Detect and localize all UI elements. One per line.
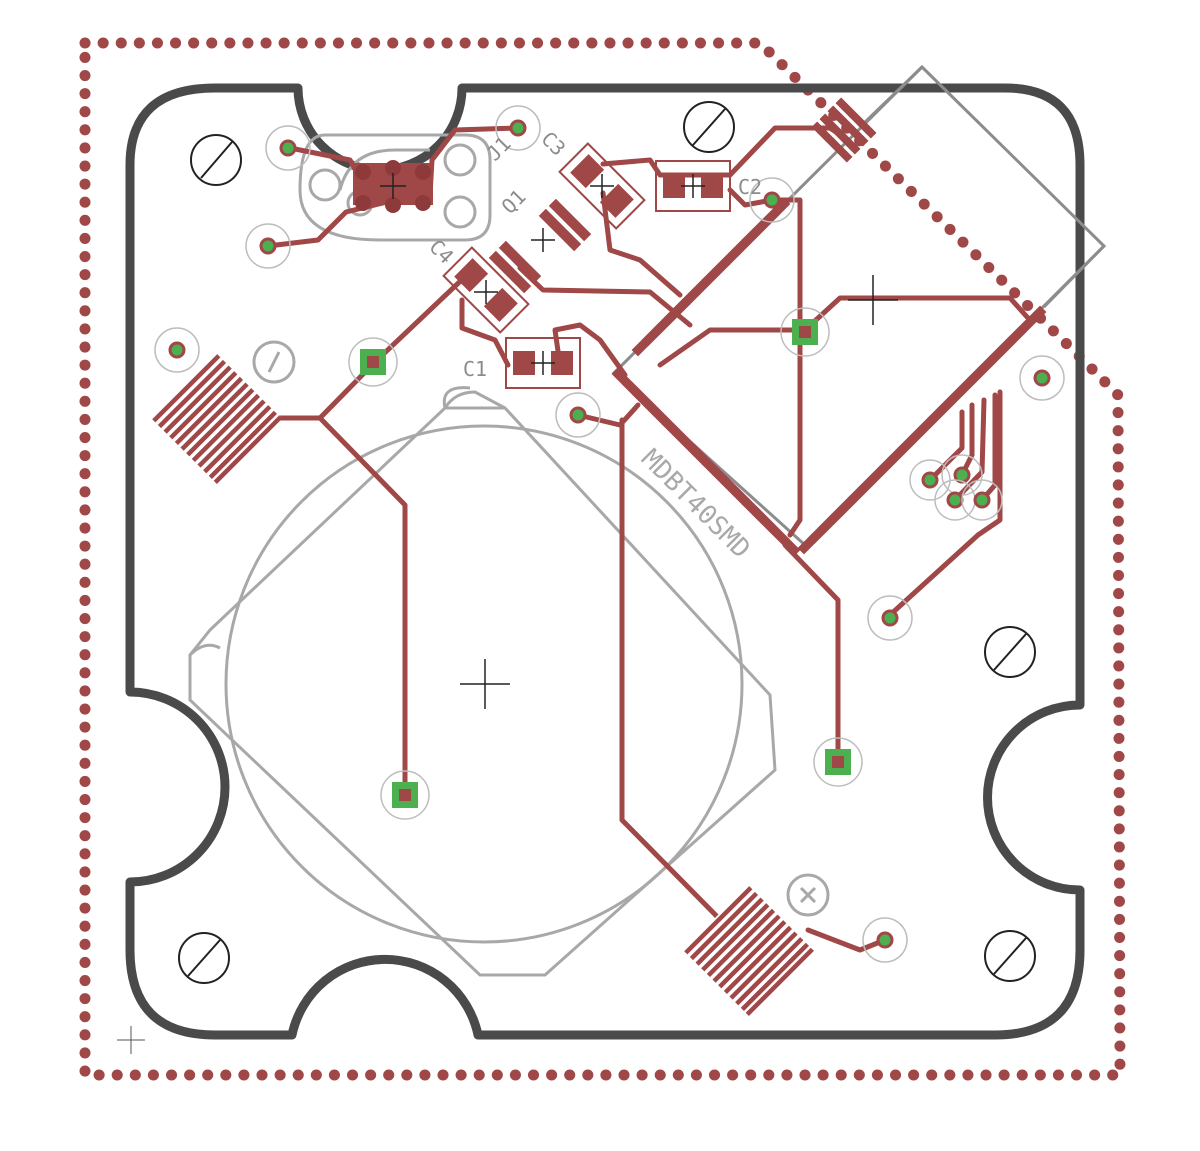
mount-hole-icon [984, 930, 1036, 982]
polarity-x-mark [786, 873, 830, 917]
round-vias [154, 105, 1065, 963]
cross-icon [681, 174, 705, 198]
mount-hole-icon [190, 134, 242, 186]
via-dot-icon [495, 105, 541, 151]
via-dot-icon [749, 177, 795, 223]
capacitor-c3 [558, 142, 646, 230]
module-pads-row-c [797, 305, 1047, 555]
copper-traces [234, 125, 1031, 953]
centroid-crosses [380, 173, 898, 709]
via-square-icon [813, 737, 863, 787]
capacitor-c4 [442, 246, 530, 334]
via-dot-icon [1019, 355, 1065, 401]
mount-hole-icon [984, 626, 1036, 678]
module-pads-row-d [811, 97, 877, 163]
module-pads-row-a [631, 197, 791, 357]
via-dot-icon [934, 479, 976, 521]
polarity-minus-mark [252, 340, 296, 384]
label-c2: C2 [738, 175, 762, 199]
mount-holes [178, 101, 1036, 984]
mount-hole-icon [683, 101, 735, 153]
origin-cross-icon [117, 1026, 145, 1054]
via-dot-icon [555, 392, 601, 438]
battery-holder-silkscreen [188, 386, 777, 977]
via-dot-icon [961, 479, 1003, 521]
battery-pad-bottom-right [682, 884, 814, 1016]
cross-icon [460, 659, 510, 709]
via-dot-icon [154, 327, 200, 373]
q1-pads [488, 198, 592, 294]
via-square-icon [380, 770, 430, 820]
label-j1: J1 [482, 132, 516, 166]
via-dot-icon [909, 459, 951, 501]
capacitor-c2 [655, 160, 731, 212]
cross-icon [380, 173, 406, 199]
via-dot-icon [867, 595, 913, 641]
label-module: MDBT40SMD [635, 444, 756, 565]
cross-icon [590, 174, 614, 198]
cross-icon [474, 280, 498, 304]
via-dot-icon [245, 223, 291, 269]
via-dot-icon [265, 125, 311, 171]
capacitor-c1 [505, 337, 581, 389]
cross-icon [531, 351, 555, 375]
board-outline [125, 83, 1085, 1040]
module-pads-row-b [611, 367, 801, 557]
battery-pad-top-left [150, 352, 282, 484]
square-vias [348, 307, 863, 820]
cross-icon [848, 275, 898, 325]
label-c1: C1 [463, 357, 487, 381]
via-dot-icon [862, 917, 908, 963]
cross-icon [531, 228, 555, 252]
keepout-outline [79, 37, 1126, 1081]
mount-hole-icon [178, 932, 230, 984]
via-square-icon [780, 307, 830, 357]
via-square-icon [348, 337, 398, 387]
label-c3: C3 [536, 127, 570, 161]
label-q1: Q1 [497, 185, 531, 219]
